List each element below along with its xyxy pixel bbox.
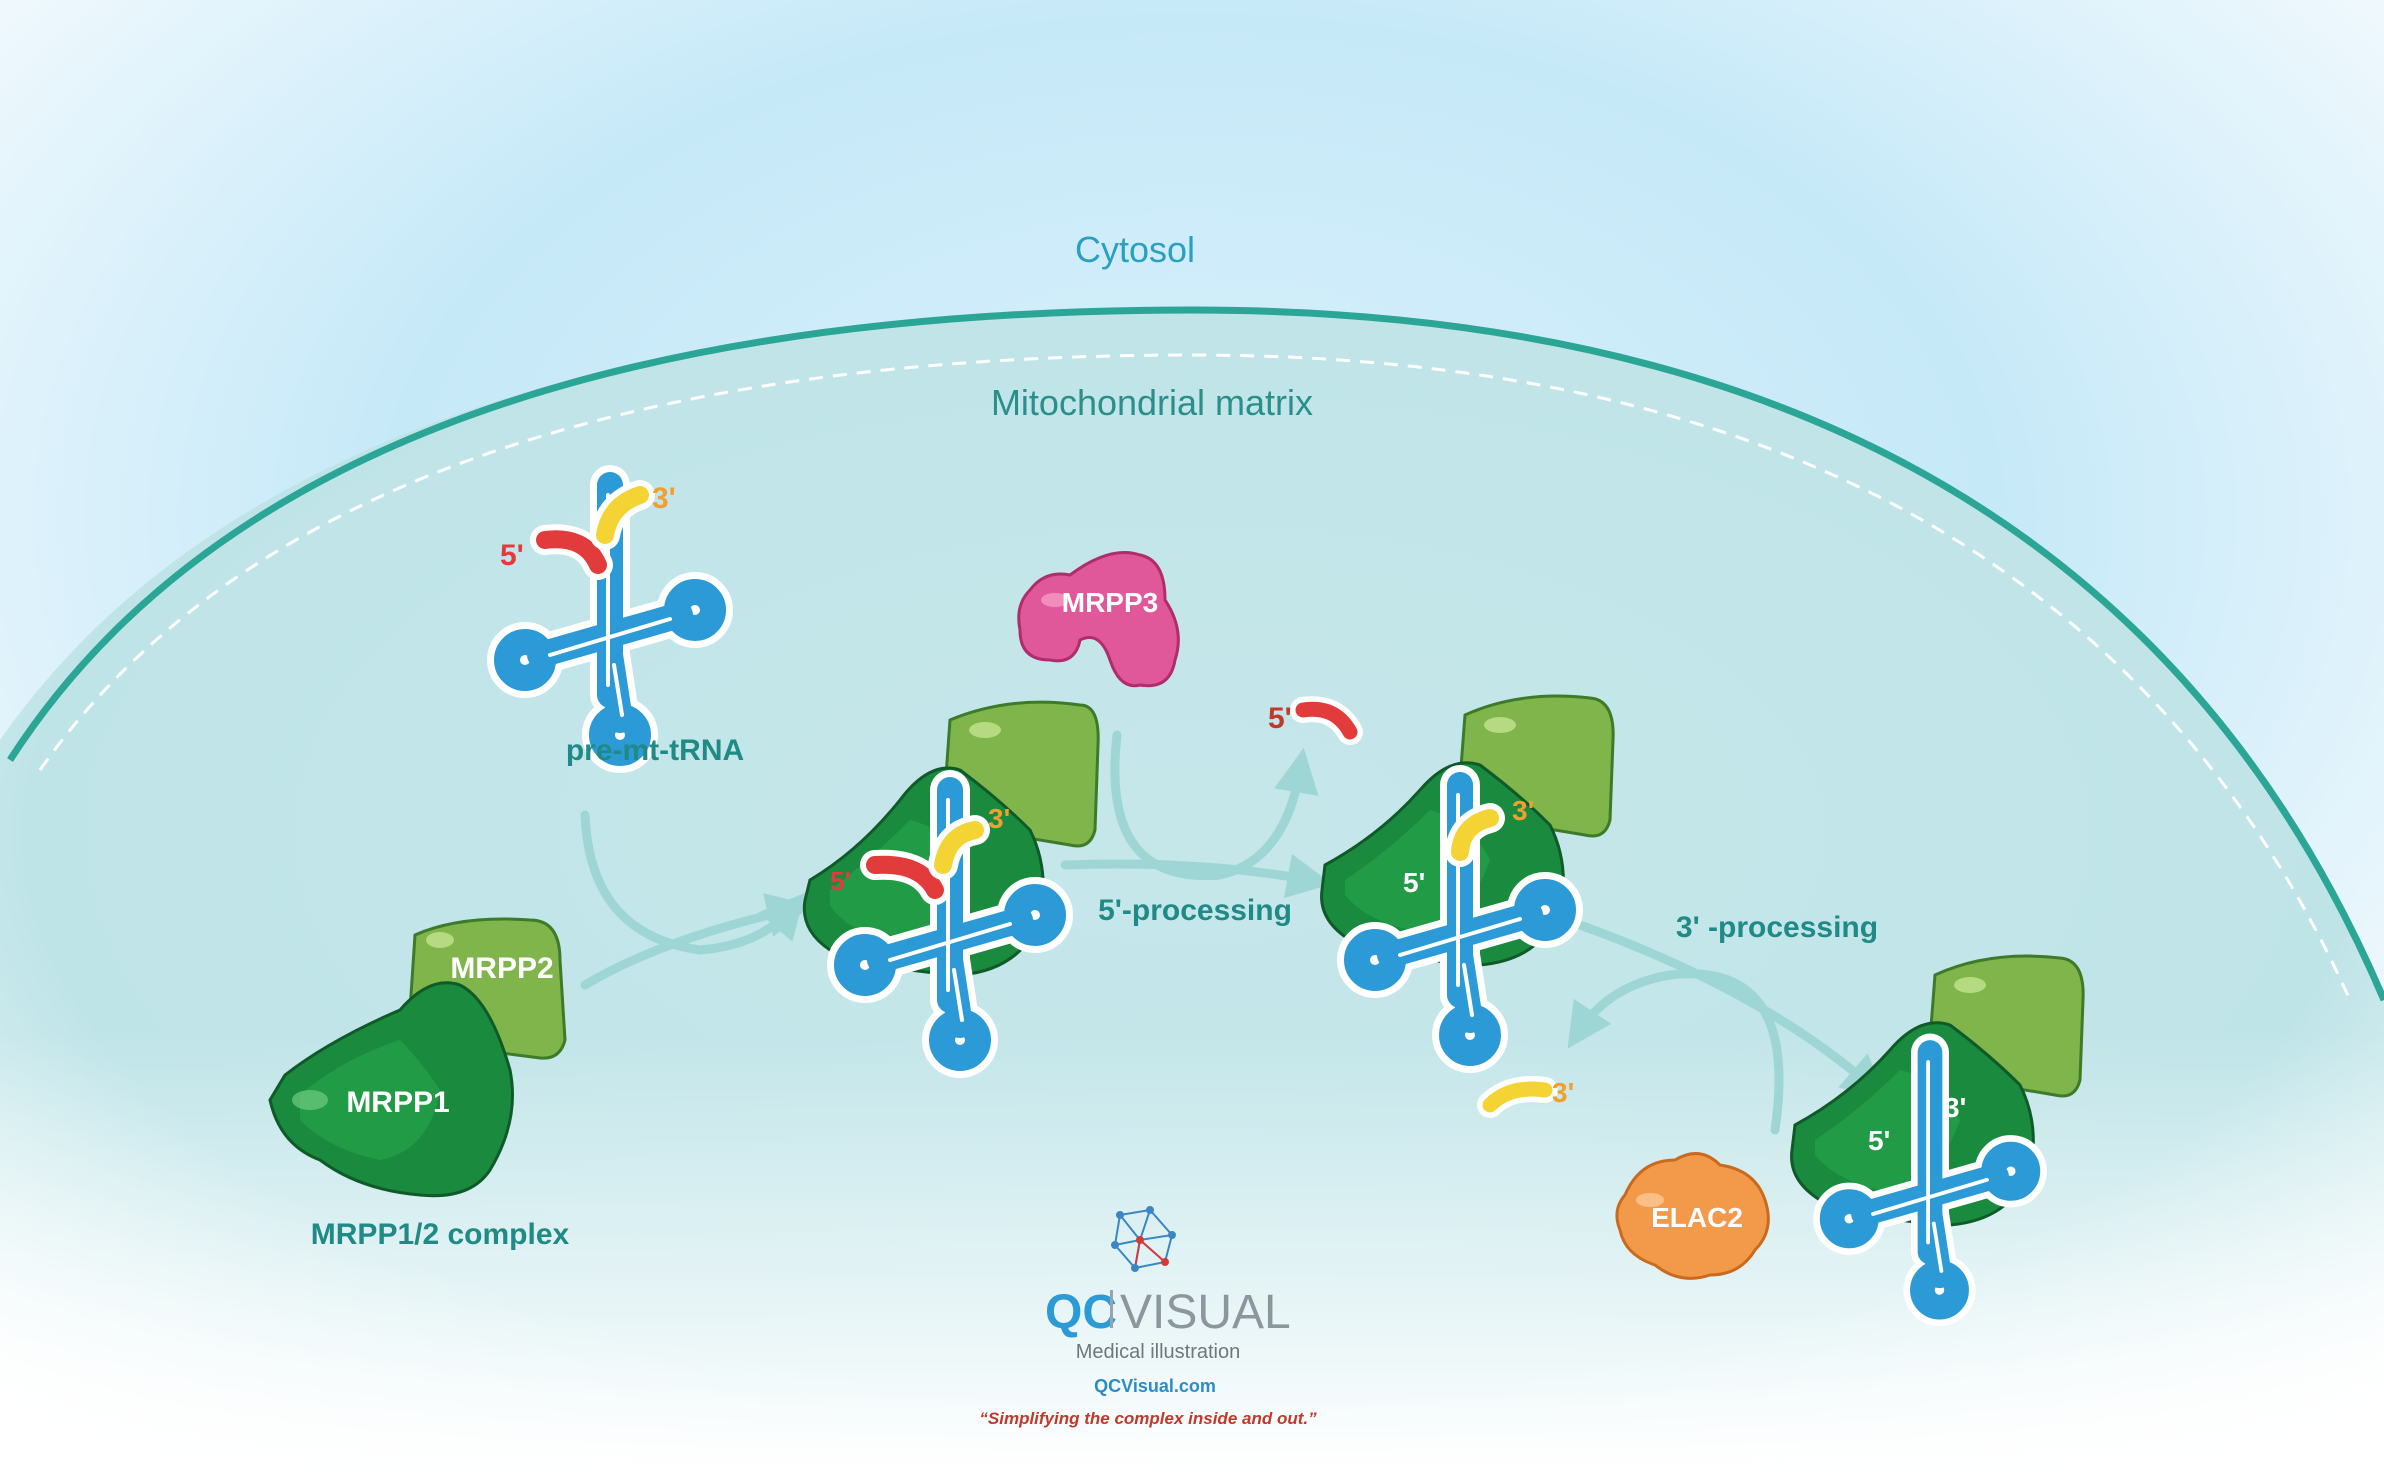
stage2-three-label: 3' — [988, 803, 1010, 834]
pre-mt-trna: 5' 3' — [500, 482, 713, 753]
complex-label: MRPP1/2 complex — [311, 1218, 570, 1251]
released-three-prime-trailer — [1477, 1076, 1558, 1118]
flow-arrows — [580, 730, 1888, 1135]
mrpp3-label: MRPP3 — [1062, 587, 1158, 618]
qcvisual-logo: QC VISUAL — [1045, 1206, 1291, 1339]
released-three-label: 3' — [1552, 1077, 1574, 1108]
website-link[interactable]: QCVisual.com — [1094, 1376, 1216, 1396]
elac2-label: ELAC2 — [1651, 1202, 1743, 1233]
five-prime-label: 5' — [500, 539, 524, 572]
stage3-three-label: 3' — [1512, 795, 1534, 826]
tagline: Medical illustration — [1076, 1341, 1241, 1363]
elac2 — [1615, 1152, 1770, 1280]
three-processing-label: 3' -processing — [1676, 911, 1878, 944]
arrow-5prime-processing — [1060, 853, 1333, 899]
mrpp2-label: MRPP2 — [450, 952, 553, 985]
mrpp1-label: MRPP1 — [346, 1086, 449, 1119]
mrpp3-shape — [1017, 551, 1180, 688]
slogan: “Simplifying the complex inside and out.… — [979, 1409, 1317, 1428]
complex-with-pre-trna — [802, 700, 1100, 1058]
stage4-three-label: 3' — [1944, 1092, 1966, 1123]
complex-with-mature-trna — [1790, 954, 2085, 1307]
three-prime-trailer — [596, 486, 649, 544]
logo-visual-text: VISUAL — [1120, 1286, 1291, 1339]
released-five-prime-leader — [1290, 696, 1363, 745]
arrow-3prime-processing — [1575, 920, 1888, 1100]
stage4-five-label: 5' — [1868, 1125, 1890, 1156]
mrpp1-2-complex — [268, 917, 567, 1198]
pre-trna-label: pre-mt-tRNA — [566, 734, 744, 767]
cytosol-label: Cytosol — [1075, 229, 1195, 270]
arrow-3prime-release — [1567, 969, 1784, 1135]
matrix-label: Mitochondrial matrix — [991, 382, 1313, 423]
mrpp3 — [1017, 551, 1180, 688]
released-five-label: 5' — [1268, 702, 1292, 735]
arrow-complex-binding — [580, 893, 812, 990]
logo-qc-text: QC — [1045, 1286, 1117, 1339]
arrow-5prime-release — [1110, 730, 1319, 881]
stage3-five-label: 5' — [1403, 867, 1425, 898]
complex-after-5prime — [1320, 694, 1615, 1053]
five-prime-leader — [536, 530, 607, 574]
five-processing-label: 5'-processing — [1098, 894, 1292, 927]
three-prime-label: 3' — [652, 482, 676, 515]
stage2-five-label: 5' — [830, 866, 851, 896]
elac2-shape — [1615, 1152, 1770, 1280]
